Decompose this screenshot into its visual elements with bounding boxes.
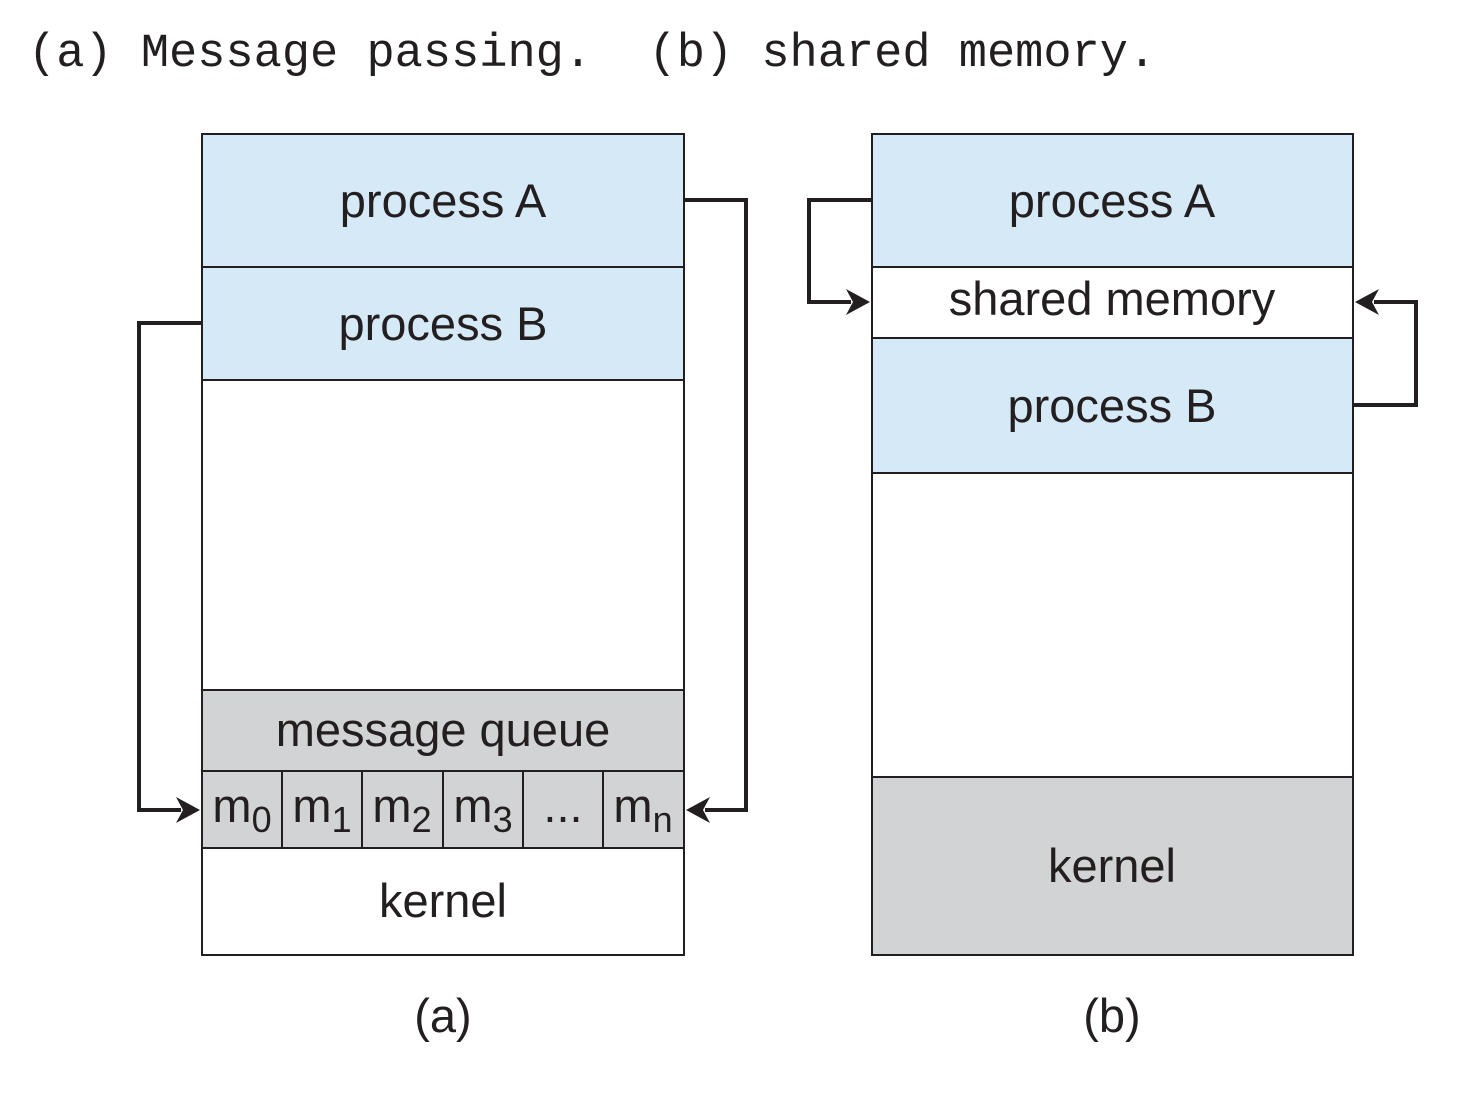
message-queue-region <box>201 689 685 772</box>
free-memory-region <box>201 379 685 691</box>
message-queue-label: message queue <box>276 703 610 756</box>
arrowhead-left-icon <box>686 797 710 823</box>
arrow-process-a-to-shared-memory <box>807 198 872 304</box>
message-label: m1 <box>292 779 351 840</box>
free-memory-region <box>871 472 1354 778</box>
message-passing-diagram: process A process B message queue m0 m1 … <box>137 133 748 1042</box>
message-slot <box>361 770 444 849</box>
shared-memory-diagram: process A shared memory process B kernel… <box>807 133 1418 1042</box>
caption-b: (b) <box>1083 989 1140 1042</box>
process-a-region <box>201 133 685 268</box>
arrowhead-right-icon <box>846 289 870 315</box>
arrow-process-a-to-queue <box>684 198 748 812</box>
process-a-label: process A <box>340 174 547 227</box>
kernel-region <box>871 776 1354 956</box>
message-label: m3 <box>453 779 512 840</box>
process-a-region <box>871 133 1354 268</box>
caption-a: (a) <box>414 989 471 1042</box>
message-label: m0 <box>212 779 271 840</box>
ellipsis-label: ... <box>543 779 582 832</box>
shared-memory-region <box>871 266 1354 339</box>
process-b-label: process B <box>1008 379 1217 432</box>
message-label: m2 <box>372 779 431 840</box>
kernel-label: kernel <box>379 874 507 927</box>
arrowhead-right-icon <box>176 797 200 823</box>
shared-memory-label: shared memory <box>949 272 1276 325</box>
process-b-region <box>201 266 685 381</box>
figure-heading: (a) Message passing. (b) shared memory. <box>28 28 1156 81</box>
process-a-label: process A <box>1009 174 1216 227</box>
arrowhead-left-icon <box>1355 289 1379 315</box>
message-slot <box>522 770 604 849</box>
process-b-region <box>871 337 1354 474</box>
kernel-region <box>201 847 685 956</box>
arrow-process-b-to-shared-memory <box>1353 300 1418 407</box>
message-label: mn <box>613 779 672 840</box>
process-b-label: process B <box>339 297 548 350</box>
arrow-process-b-to-queue <box>137 321 202 812</box>
kernel-label: kernel <box>1048 839 1176 892</box>
